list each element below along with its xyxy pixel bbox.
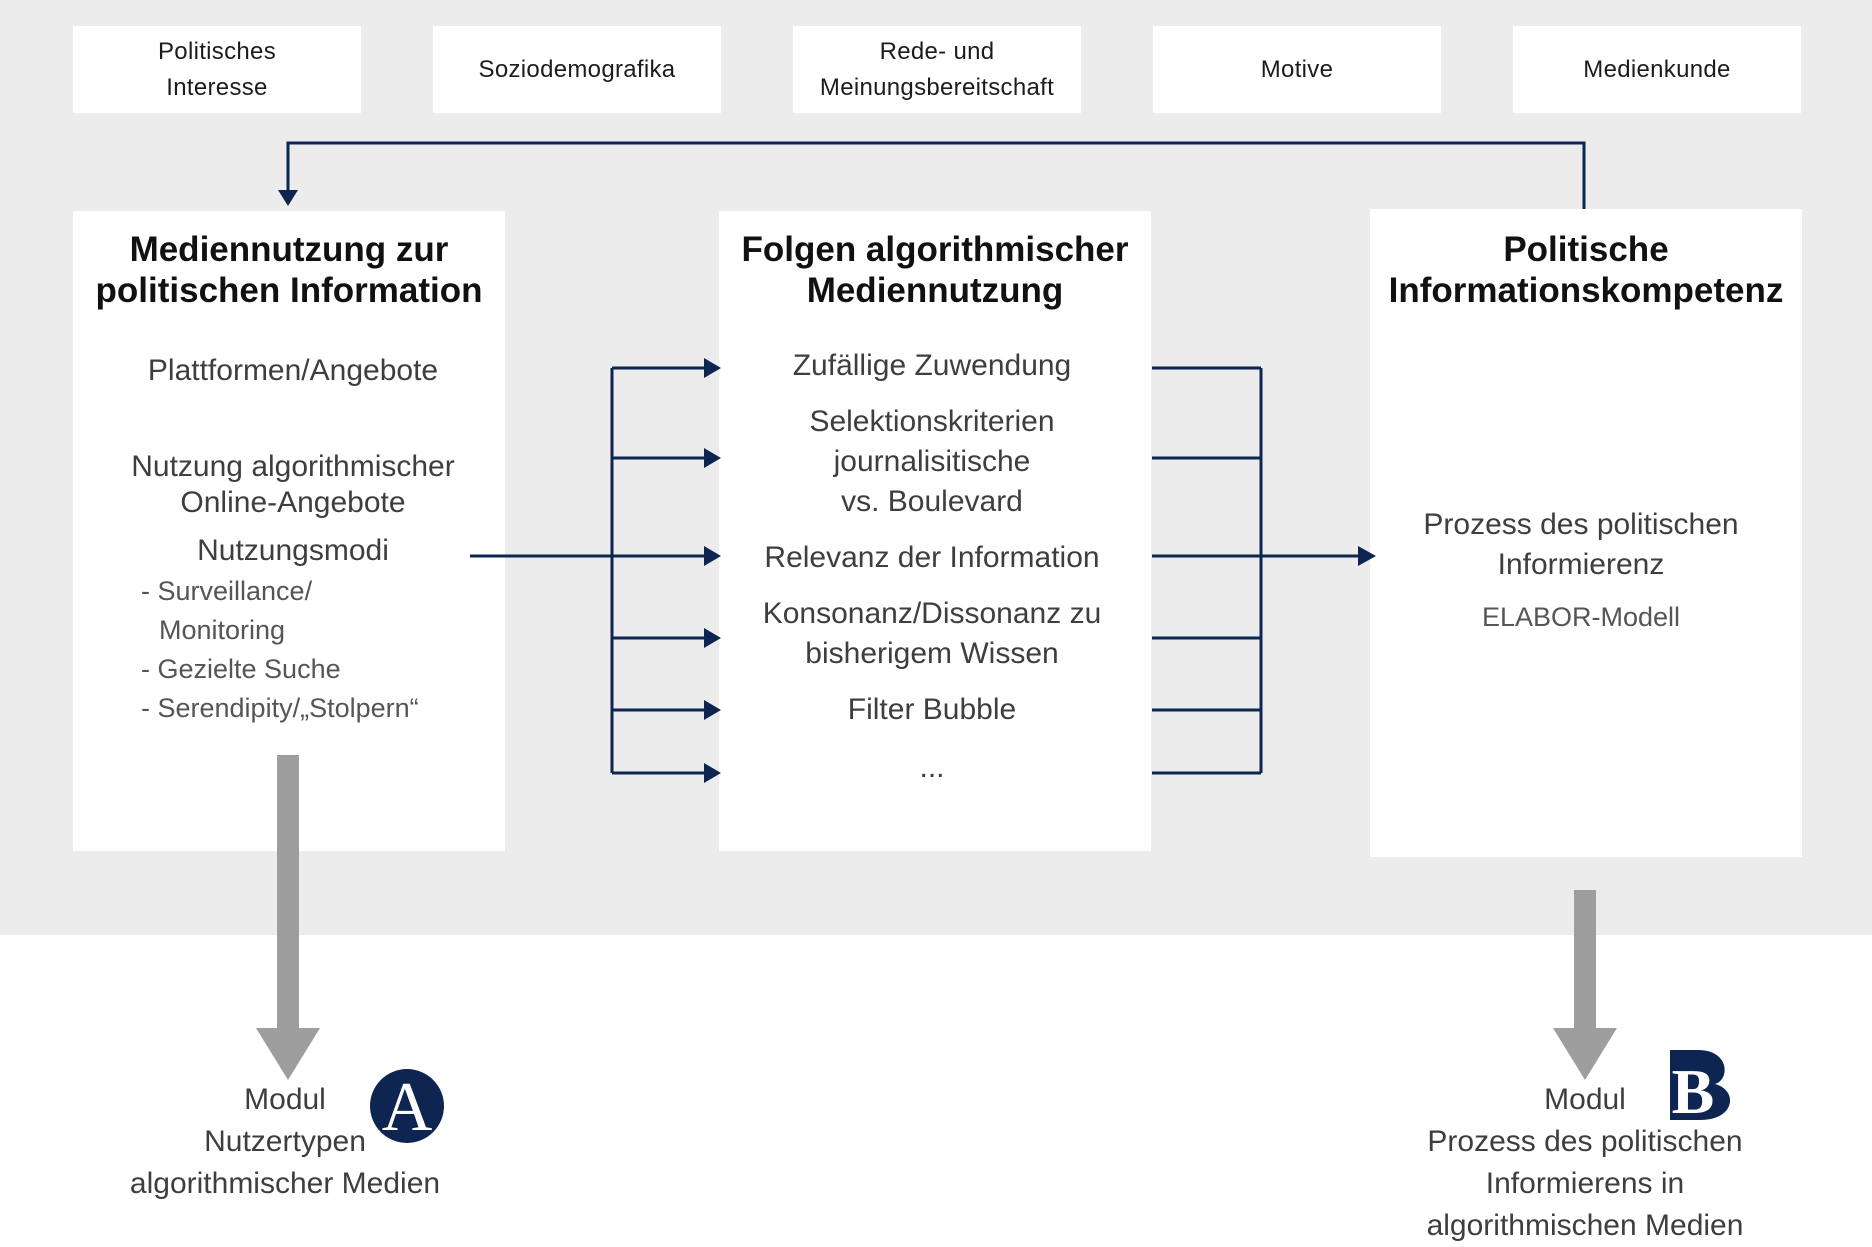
item-ellipsis: ... xyxy=(919,751,945,784)
factor-label: Soziodemografika xyxy=(478,55,676,83)
arrowhead-branch xyxy=(704,448,721,468)
factor-label: Rede- und Meinungsbereitschaft xyxy=(819,37,1055,101)
module-b-line: algorithmischen Medien xyxy=(1426,1209,1744,1242)
arrowhead-output xyxy=(1358,546,1376,566)
item-relevance: Relevanz der Information xyxy=(764,541,1100,574)
item-process: Informierenz xyxy=(1497,548,1665,581)
factor-label: Motive xyxy=(1260,55,1334,83)
panel-media-usage: Mediennutzung zur politischen Informatio… xyxy=(73,211,505,851)
mode-surveillance: - Surveillance/ xyxy=(141,576,313,606)
item-filter-bubble: Filter Bubble xyxy=(847,693,1017,726)
factor-sociodemographics: Soziodemografika xyxy=(433,26,721,113)
factor-label: Medienkunde xyxy=(1583,55,1731,83)
mode-targeted-search: - Gezielte Suche xyxy=(141,654,341,684)
factor-political-interest: Politisches Interesse xyxy=(73,26,361,113)
arrowhead-branch xyxy=(704,700,721,720)
arrowhead-branch xyxy=(704,546,721,566)
feedback-line xyxy=(286,141,1586,209)
module-b-line: Prozess des politischen xyxy=(1427,1125,1743,1158)
gray-arrow-b-shaft xyxy=(1574,890,1596,1030)
module-a-badge-letter: A xyxy=(382,1069,433,1146)
panel-title-line: Mediennutzung zur xyxy=(129,230,449,269)
module-a-badge-circle xyxy=(370,1069,444,1143)
panel-title-line: Politische xyxy=(1503,230,1669,269)
arrowhead-branch xyxy=(704,628,721,648)
factor-media-literacy: Medienkunde xyxy=(1513,26,1801,113)
factor-label: Politisches Interesse xyxy=(157,37,276,101)
module-b-badge-shape xyxy=(1670,1050,1731,1120)
item-usage-line: Online-Angebote xyxy=(180,486,406,519)
panel-title-line: Folgen algorithmischer xyxy=(741,230,1129,269)
module-b-line: Modul xyxy=(1544,1083,1626,1116)
panel-algorithmic-consequences: Folgen algorithmischer Mediennutzung Zuf… xyxy=(719,211,1151,851)
item-process: Prozess des politischen xyxy=(1423,508,1739,541)
panel-title-line: Mediennutzung xyxy=(806,271,1064,310)
gray-arrow-a-shaft xyxy=(277,755,299,1030)
module-a-line: algorithmischer Medien xyxy=(129,1167,441,1200)
module-a-line: Nutzertypen xyxy=(204,1125,366,1158)
module-b-label: Modul Prozess des politischen Informiere… xyxy=(1380,1079,1790,1247)
mode-serendipity: - Serendipity/„Stolpern“ xyxy=(141,693,419,723)
item-selection-criteria: journalisitische xyxy=(833,445,1031,478)
gray-arrow-b-head xyxy=(1553,1028,1617,1080)
panel-information-competence: Politische Informationskompetenz Prozess… xyxy=(1370,209,1802,857)
item-usage-modes: Nutzungsmodi xyxy=(197,534,389,567)
factor-speaking-willingness: Rede- und Meinungsbereitschaft xyxy=(793,26,1081,113)
module-a-label: Modul Nutzertypen algorithmischer Medien xyxy=(80,1079,490,1205)
item-elabor-model: ELABOR-Modell xyxy=(1481,602,1681,632)
gray-arrow-a-head xyxy=(256,1028,320,1080)
arrowhead-branch xyxy=(704,763,721,783)
item-usage-line: Nutzung algorithmischer xyxy=(131,450,455,483)
item-selection-criteria: vs. Boulevard xyxy=(841,485,1023,518)
module-a-line: Modul xyxy=(244,1083,326,1116)
mode-monitoring: Monitoring xyxy=(159,615,286,645)
panel-title-line: Informationskompetenz xyxy=(1388,271,1784,310)
factor-motives: Motive xyxy=(1153,26,1441,113)
item-platforms: Plattformen/Angebote xyxy=(147,354,439,387)
item-selection-criteria: Selektionskriterien xyxy=(809,405,1055,438)
panel-title-line: politischen Information xyxy=(95,271,483,310)
item-consonance: Konsonanz/Dissonanz zu xyxy=(762,597,1102,630)
arrowhead-branch xyxy=(704,358,721,378)
module-b-line: Informierens in xyxy=(1485,1167,1685,1200)
arrowhead-feedback xyxy=(278,190,298,206)
item-random-attention: Zufällige Zuwendung xyxy=(792,349,1072,382)
item-consonance: bisherigem Wissen xyxy=(805,637,1059,670)
module-b-badge-letter: B xyxy=(1672,1056,1715,1127)
